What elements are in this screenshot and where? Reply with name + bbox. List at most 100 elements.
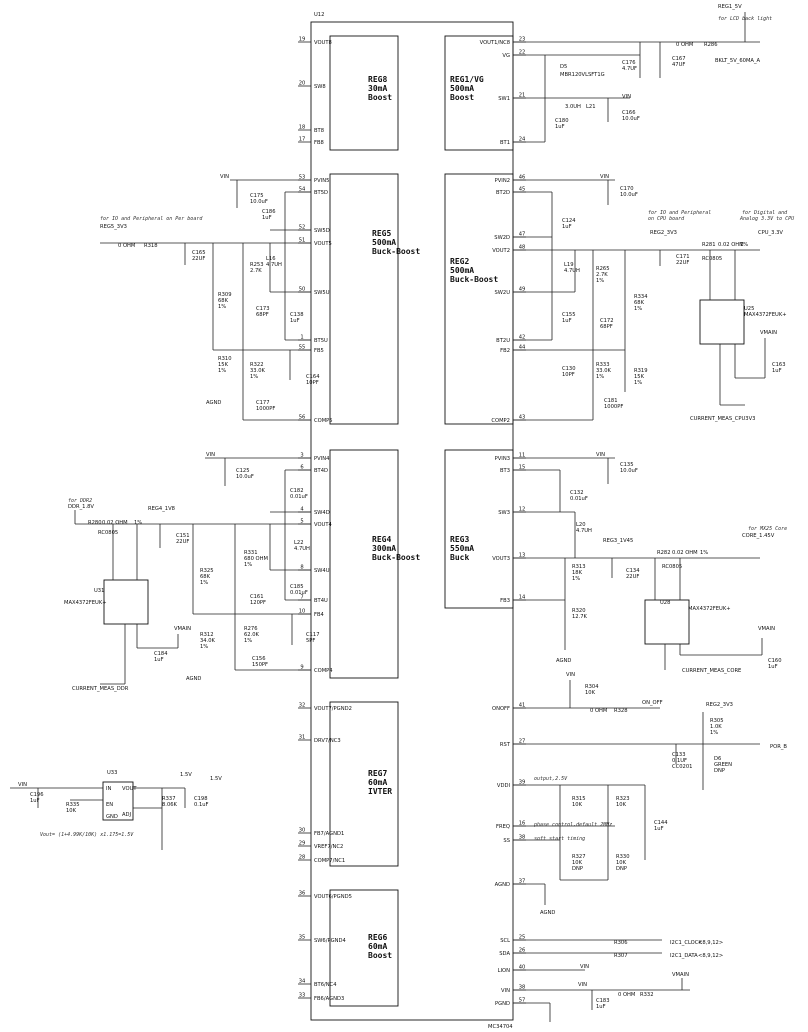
component-label: R309	[218, 292, 232, 298]
reg3-block	[444, 449, 514, 609]
right-pin-num: 21	[519, 93, 526, 99]
reg3-title-1: 550mA	[450, 544, 474, 553]
component-label: R333	[596, 362, 610, 368]
reg1-block	[444, 35, 514, 151]
right-pin-num: 16	[519, 821, 526, 827]
component-label: 22UF	[626, 574, 639, 580]
component-label: R281	[702, 242, 716, 248]
left-pin-num: 28	[299, 855, 306, 861]
component-label: 4.7UF	[622, 66, 637, 72]
component-label: 15K	[218, 362, 229, 368]
component-label: CURRENT_MEAS_DDR	[72, 686, 129, 692]
component-label: 10K	[572, 802, 583, 808]
component-label: L19	[564, 262, 574, 268]
component-label: REG1_5V	[718, 4, 742, 10]
component-label: RC0805	[662, 564, 682, 570]
component-label: L20	[576, 522, 586, 528]
right-pin-num: 25	[519, 935, 526, 941]
left-pin-num: 55	[299, 345, 306, 351]
component-label: AGND	[206, 400, 221, 406]
component-label: 1%	[134, 520, 142, 526]
reg8-title-0: REG8	[368, 75, 387, 84]
component-label: C183	[596, 998, 610, 1004]
component-label: 10.0uF	[620, 192, 638, 198]
component-label: C164	[306, 374, 320, 380]
component-label: 0.01uF	[290, 590, 308, 596]
component-label: VIN	[566, 672, 575, 678]
left-pin-num: 34	[299, 979, 306, 985]
right-pin-num: 39	[519, 780, 526, 786]
right-pin-num: 48	[519, 245, 526, 251]
right-pin-num: 43	[519, 415, 526, 421]
right-pin-num: 38	[519, 835, 526, 841]
component-label: R305	[710, 718, 724, 724]
component-label: 4.7UH	[576, 528, 592, 534]
component-label: 10.0uF	[236, 474, 254, 480]
left-pin-name: SW5U	[314, 290, 330, 296]
component-label: VIN	[600, 174, 609, 180]
component-label: 1%	[244, 562, 252, 568]
component-label: 22UF	[176, 539, 189, 545]
component-label: R315	[572, 796, 586, 802]
external-wiring	[10, 12, 766, 1022]
component-label: C182	[290, 488, 304, 494]
component-label: VOUT	[122, 786, 137, 792]
left-pin-name: FB4	[314, 612, 325, 618]
component-label: 5PF	[306, 638, 315, 644]
component-label: Vout= (1+4.99K/10K) x1.175=1.5V	[40, 832, 134, 838]
left-pin-num: 19	[299, 37, 306, 43]
left-pin-name: FB5	[314, 348, 324, 354]
right-pin-name: BT2D	[496, 190, 510, 196]
right-pin-num: 23	[519, 37, 526, 43]
component-label: CC0201	[672, 764, 692, 770]
component-label: 3.0UH	[565, 104, 581, 110]
component-label: 1uF	[562, 318, 572, 324]
left-pin-num: 32	[299, 703, 306, 709]
left-pin-name: PVIN5	[314, 178, 329, 184]
component-label: 0.1UF	[672, 758, 687, 764]
component-label: 10PF	[306, 380, 319, 386]
component-label: U28	[660, 600, 670, 606]
right-pin-name: VOUT1/NC8	[480, 40, 510, 46]
left-pin-name: VOUT5	[314, 241, 332, 247]
component-label: L16	[266, 256, 276, 262]
component-label: C172	[600, 318, 614, 324]
component-label: REG2_3V3	[706, 702, 733, 708]
right-pin-num: 49	[519, 287, 526, 293]
right-pin-num: 14	[519, 595, 526, 601]
component-label: VIN	[578, 982, 587, 988]
left-pin-name: BT6/NC4	[314, 982, 337, 988]
right-pin-name: SW3	[498, 510, 510, 516]
component-label: C138	[290, 312, 304, 318]
component-label: DDR_1.8V	[68, 504, 94, 510]
right-pin-num: 40	[519, 965, 526, 971]
right-pin-name: BT1	[500, 140, 510, 146]
reg4-title-0: REG4	[372, 535, 391, 544]
component-label: 1uF	[30, 798, 40, 804]
component-label: C167	[672, 56, 686, 62]
component-label: VIN	[206, 452, 215, 458]
right-pin-name: SW1	[498, 96, 510, 102]
reg5-title-1: 500mA	[372, 238, 396, 247]
component-label: C180	[555, 118, 569, 124]
right-pin-num: 26	[519, 948, 526, 954]
component-label: for DDR2	[68, 498, 92, 504]
component-label: C171	[676, 254, 690, 260]
reg6-title-0: REG6	[368, 933, 387, 942]
component-label: 0.1uF	[194, 802, 209, 808]
component-label: C134	[626, 568, 640, 574]
component-label: for IO and Peripheral on Per board	[100, 216, 203, 222]
component-label: 1.0K	[710, 724, 722, 730]
component-label: 120PF	[250, 600, 266, 606]
component-label: REG4_1V8	[148, 506, 175, 512]
reg6-title-1: 60mA	[368, 942, 387, 951]
component-label: 150PF	[252, 662, 268, 668]
component-label: R306	[614, 940, 628, 946]
component-label: BKLT_5V_60MA_A	[715, 58, 761, 64]
component-label: R318	[144, 243, 158, 249]
component-label: 1000PF	[256, 406, 275, 412]
left-pin-num: 30	[299, 828, 306, 834]
component-label: C124	[562, 218, 576, 224]
component-label: VIN	[580, 964, 589, 970]
component-label: C175	[250, 193, 264, 199]
